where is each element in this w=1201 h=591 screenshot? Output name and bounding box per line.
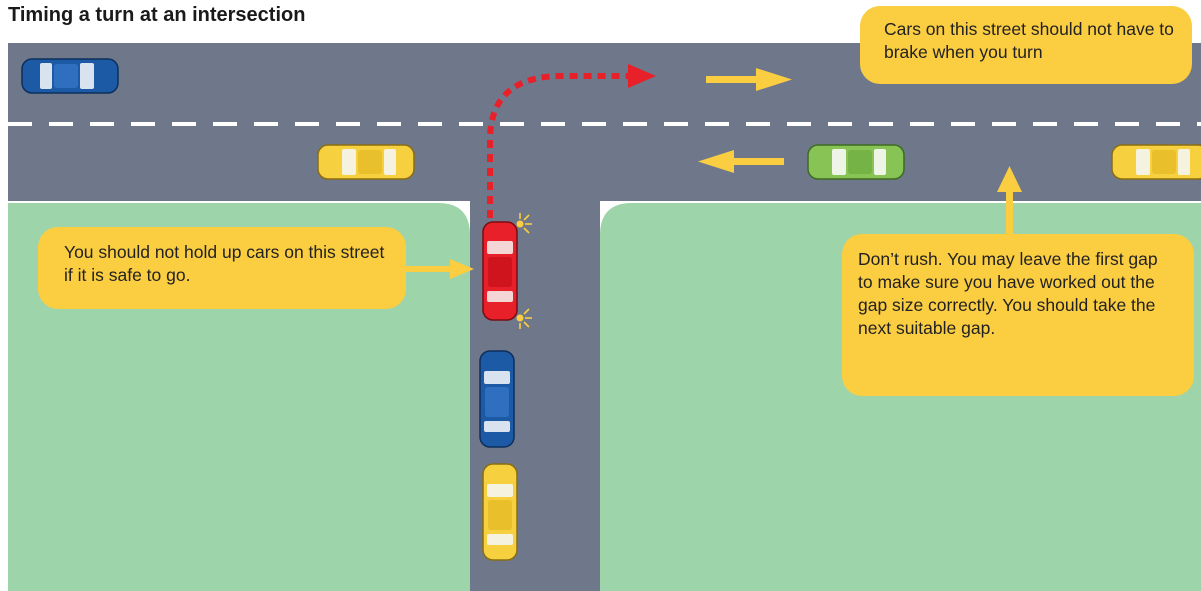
callout-main-street: Cars on this street should not have to b…: [860, 6, 1192, 84]
eastbound-arrow: [706, 68, 792, 91]
turn-path-arrowhead: [628, 64, 656, 88]
pointer-to-side-street: [406, 259, 474, 279]
pointer-to-gap: [997, 166, 1022, 236]
right-indicator-rear-icon: [516, 308, 532, 329]
yellow-car-queue: [482, 463, 518, 561]
blue-car-top-left: [21, 58, 119, 94]
westbound-arrow: [698, 150, 784, 173]
red-turning-car: [482, 221, 518, 321]
green-car-main-west: [807, 144, 905, 180]
diagram-title: Timing a turn at an intersection: [8, 4, 306, 26]
callout-gap-advice: Don’t rush. You may leave the first gap …: [842, 234, 1194, 396]
callout-gap-advice-text: Don’t rush. You may leave the first gap …: [858, 249, 1158, 338]
turn-path: [487, 73, 628, 218]
blue-car-queue: [479, 350, 515, 448]
callout-side-street: You should not hold up cars on this stre…: [38, 227, 406, 309]
yellow-car-right-edge: [1111, 144, 1201, 180]
yellow-car-main-west: [317, 144, 415, 180]
right-indicator-front-icon: [516, 213, 532, 234]
callout-main-street-text: Cars on this street should not have to b…: [884, 19, 1174, 62]
callout-side-street-text: You should not hold up cars on this stre…: [64, 242, 385, 285]
